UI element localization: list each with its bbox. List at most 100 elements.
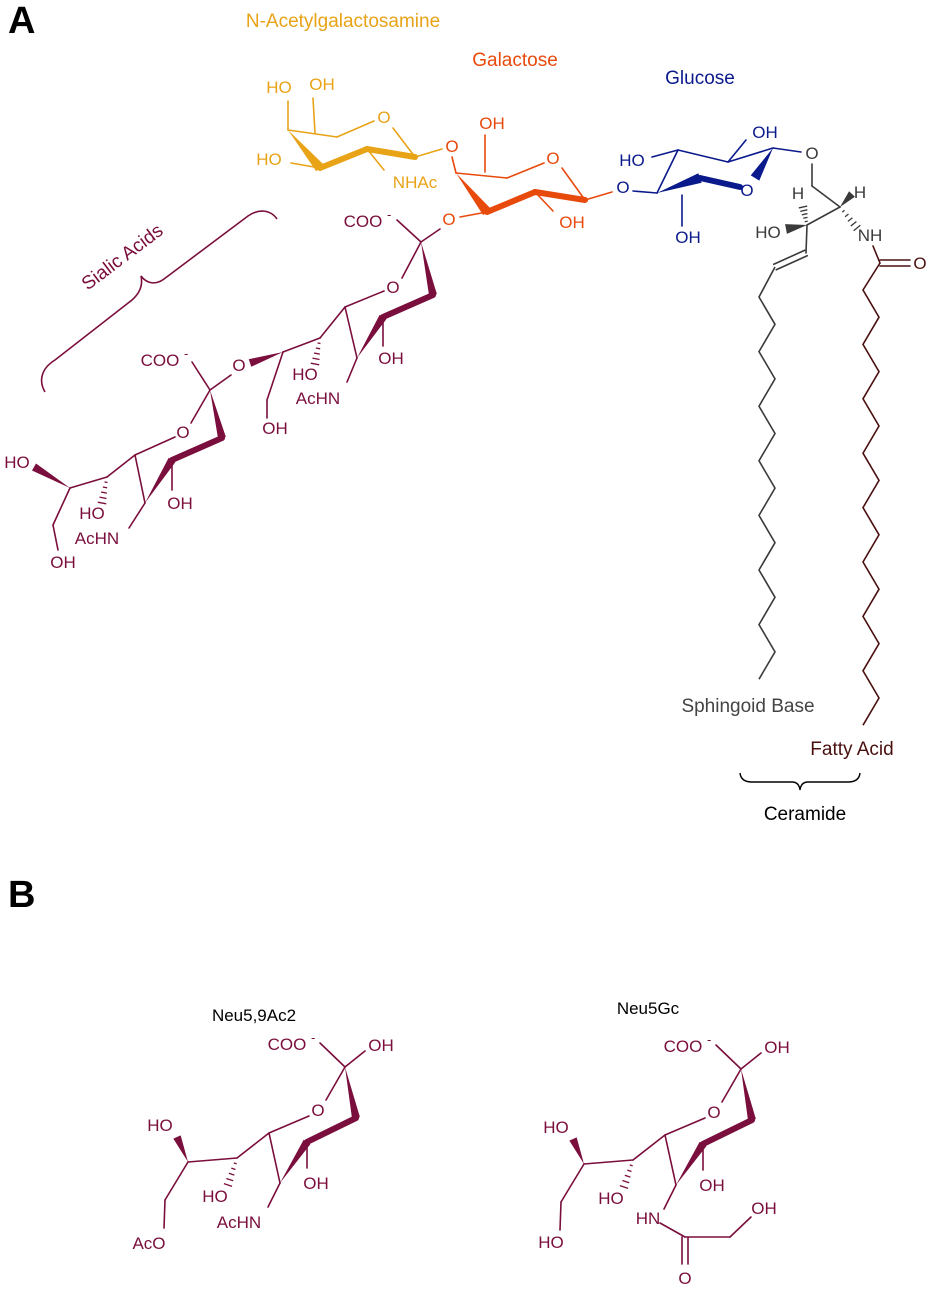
sphingoid-base-label: Sphingoid Base [681,696,814,717]
ceramide-label: Ceramide [764,804,846,825]
wedge-bond [676,1141,707,1185]
hashed-bond [853,224,861,232]
hashed-bond [312,357,320,361]
hashed-bond [228,1172,235,1176]
single-bond [268,1132,281,1184]
single-bond [190,389,211,424]
single-bond [459,211,488,218]
hashed-bond [798,205,808,209]
hashed-bond [629,1164,633,1167]
single-bond [715,1044,742,1070]
single-bond [346,357,358,383]
single-bond [366,148,385,171]
single-bond [651,149,679,158]
hashed-bond [226,1177,234,1182]
single-bond [209,374,232,391]
atom-label-ho: HO [256,150,282,169]
wedge-bond [840,191,855,207]
single-bond [584,191,613,201]
atom-label-coo: COO [141,351,180,370]
atom-label-ho: HO [292,365,318,384]
atom-label-minus: - [707,1032,711,1047]
wedge-bond [657,173,702,193]
single-bond [663,1184,677,1210]
bold-bond [700,1117,755,1147]
atom-label-h: H [792,184,804,203]
atom-label-coo: COO [268,1035,307,1054]
single-bond [267,1182,281,1208]
bold-bond [364,146,418,160]
single-bond [282,337,321,353]
atom-label-oh: OH [751,1199,777,1218]
wedge-bond [288,130,324,172]
wedge-bond [569,1137,584,1164]
atom-label-oh: OH [303,1174,329,1193]
atom-label-ho: HO [538,1233,564,1252]
wedge-bond [145,457,176,503]
hashed-bond [223,1183,233,1187]
fatty-acid-label: Fatty Acid [810,739,893,760]
wedge-bond [31,463,70,488]
atom-label-o: O [445,137,458,156]
single-bond [534,191,554,212]
single-bond [52,524,59,551]
wedge-bond [785,224,807,234]
hashed-bond [99,496,107,500]
hashed-bond [314,352,320,355]
single-bond [872,245,881,264]
single-bond [128,502,146,529]
single-bond [727,147,774,163]
atom-label-o: O [176,423,189,442]
single-bond [455,172,508,179]
single-bond [106,454,136,478]
single-bond [806,206,841,226]
single-bond [805,224,808,254]
sialic-acids-label: Sialic Acids [78,220,167,295]
bold-bond [317,146,370,171]
single-bond [191,361,211,391]
hashed-bond [800,209,808,213]
atom-label-achn: AcHN [75,529,119,548]
single-bond [163,1199,166,1229]
single-bond [164,1161,189,1201]
hashed-bond [801,212,808,216]
atom-label-minus: - [184,346,188,361]
alkyl-chain [862,262,881,726]
single-bond [134,436,176,456]
single-bond [52,487,71,526]
single-bond [312,97,316,134]
neu5gc-label: Neu5Gc [617,999,680,1018]
neu5-9ac2-label: Neu5,9Ac2 [212,1006,296,1025]
atom-label-o: O [740,181,753,200]
single-bond [290,162,321,169]
panel-label-b: B [8,874,35,916]
single-bond [392,127,416,158]
hashed-bond [624,1174,631,1178]
single-bond [287,129,338,138]
single-bond [561,167,586,201]
atom-label-oh: OH [262,419,288,438]
single-bond [236,1132,270,1159]
single-bond [772,147,802,153]
alkyl-chain [758,266,776,680]
single-bond [319,306,346,339]
atom-label-ho: HO [619,151,645,170]
hashed-bond [844,213,849,218]
hashed-bond [104,481,108,484]
atom-label-coo: COO [344,212,383,231]
wedge-bond [173,1135,188,1162]
atom-label-oh: OH [764,1038,790,1057]
single-bond [632,190,658,194]
wedge-bond [357,314,387,358]
single-bond [656,149,679,194]
wedge-bond [456,173,491,216]
atom-label-oh: OH [368,1036,394,1055]
wedge-bond [210,390,226,439]
wedge-bond [280,1139,311,1183]
atom-label-coo: COO [664,1037,703,1056]
single-bond [559,1201,562,1231]
single-bond [721,1068,742,1103]
hashed-bond [315,347,321,350]
